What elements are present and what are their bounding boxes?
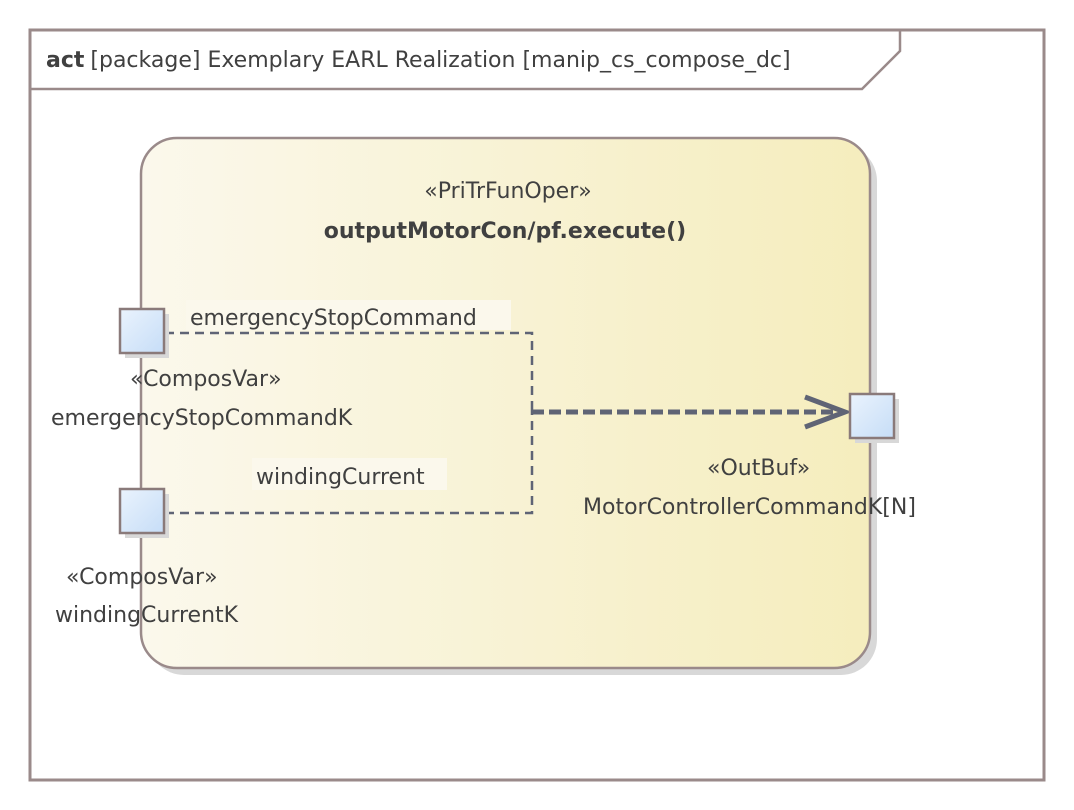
action-body[interactable]	[139, 136, 872, 670]
action-stereotype: «PriTrFunOper»	[424, 179, 591, 204]
flow-label-bg-winding	[252, 458, 447, 490]
flow-label-emergency-stop: emergencyStopCommand	[190, 306, 477, 331]
action-node[interactable]: «PriTrFunOper» outputMotorCon/pf.execute…	[139, 136, 877, 675]
input-pin-winding-current[interactable]	[118, 487, 169, 538]
flow-label-winding-current: windingCurrent	[256, 465, 425, 490]
flow-arrowhead-icon	[804, 394, 853, 430]
flow-winding-current[interactable]	[165, 410, 534, 515]
output-pin-stereotype: «OutBuf»	[707, 456, 810, 481]
pin-box[interactable]	[118, 307, 166, 355]
input-pin-2-stereotype: «ComposVar»	[66, 565, 218, 590]
input-pin-1-name: emergencyStopCommandK	[51, 406, 353, 431]
frame-heading-tab	[30, 30, 902, 91]
diagram-frame: act[package] Exemplary EARL Realization …	[28, 28, 1046, 782]
flow-label-bg-emergency	[186, 300, 511, 330]
input-pin-1-stereotype: «ComposVar»	[130, 367, 282, 392]
output-pin-name: MotorControllerCommandK[N]	[583, 495, 916, 520]
frame-border	[28, 28, 1046, 782]
input-pin-emergency-stop[interactable]	[118, 307, 169, 358]
action-name: outputMotorCon/pf.execute()	[324, 219, 686, 244]
flow-emergency-stop[interactable]	[165, 331, 534, 410]
input-pin-2-name: windingCurrentK	[55, 603, 239, 628]
internal-flows	[165, 331, 853, 515]
frame-keyword: act	[46, 48, 85, 73]
pin-box[interactable]	[118, 487, 166, 535]
frame-heading: act[package] Exemplary EARL Realization …	[46, 48, 791, 73]
frame-heading-text: [package] Exemplary EARL Realization [ma…	[90, 48, 790, 73]
pin-box[interactable]	[848, 392, 896, 440]
output-pin-motor-controller-command[interactable]	[848, 392, 899, 443]
